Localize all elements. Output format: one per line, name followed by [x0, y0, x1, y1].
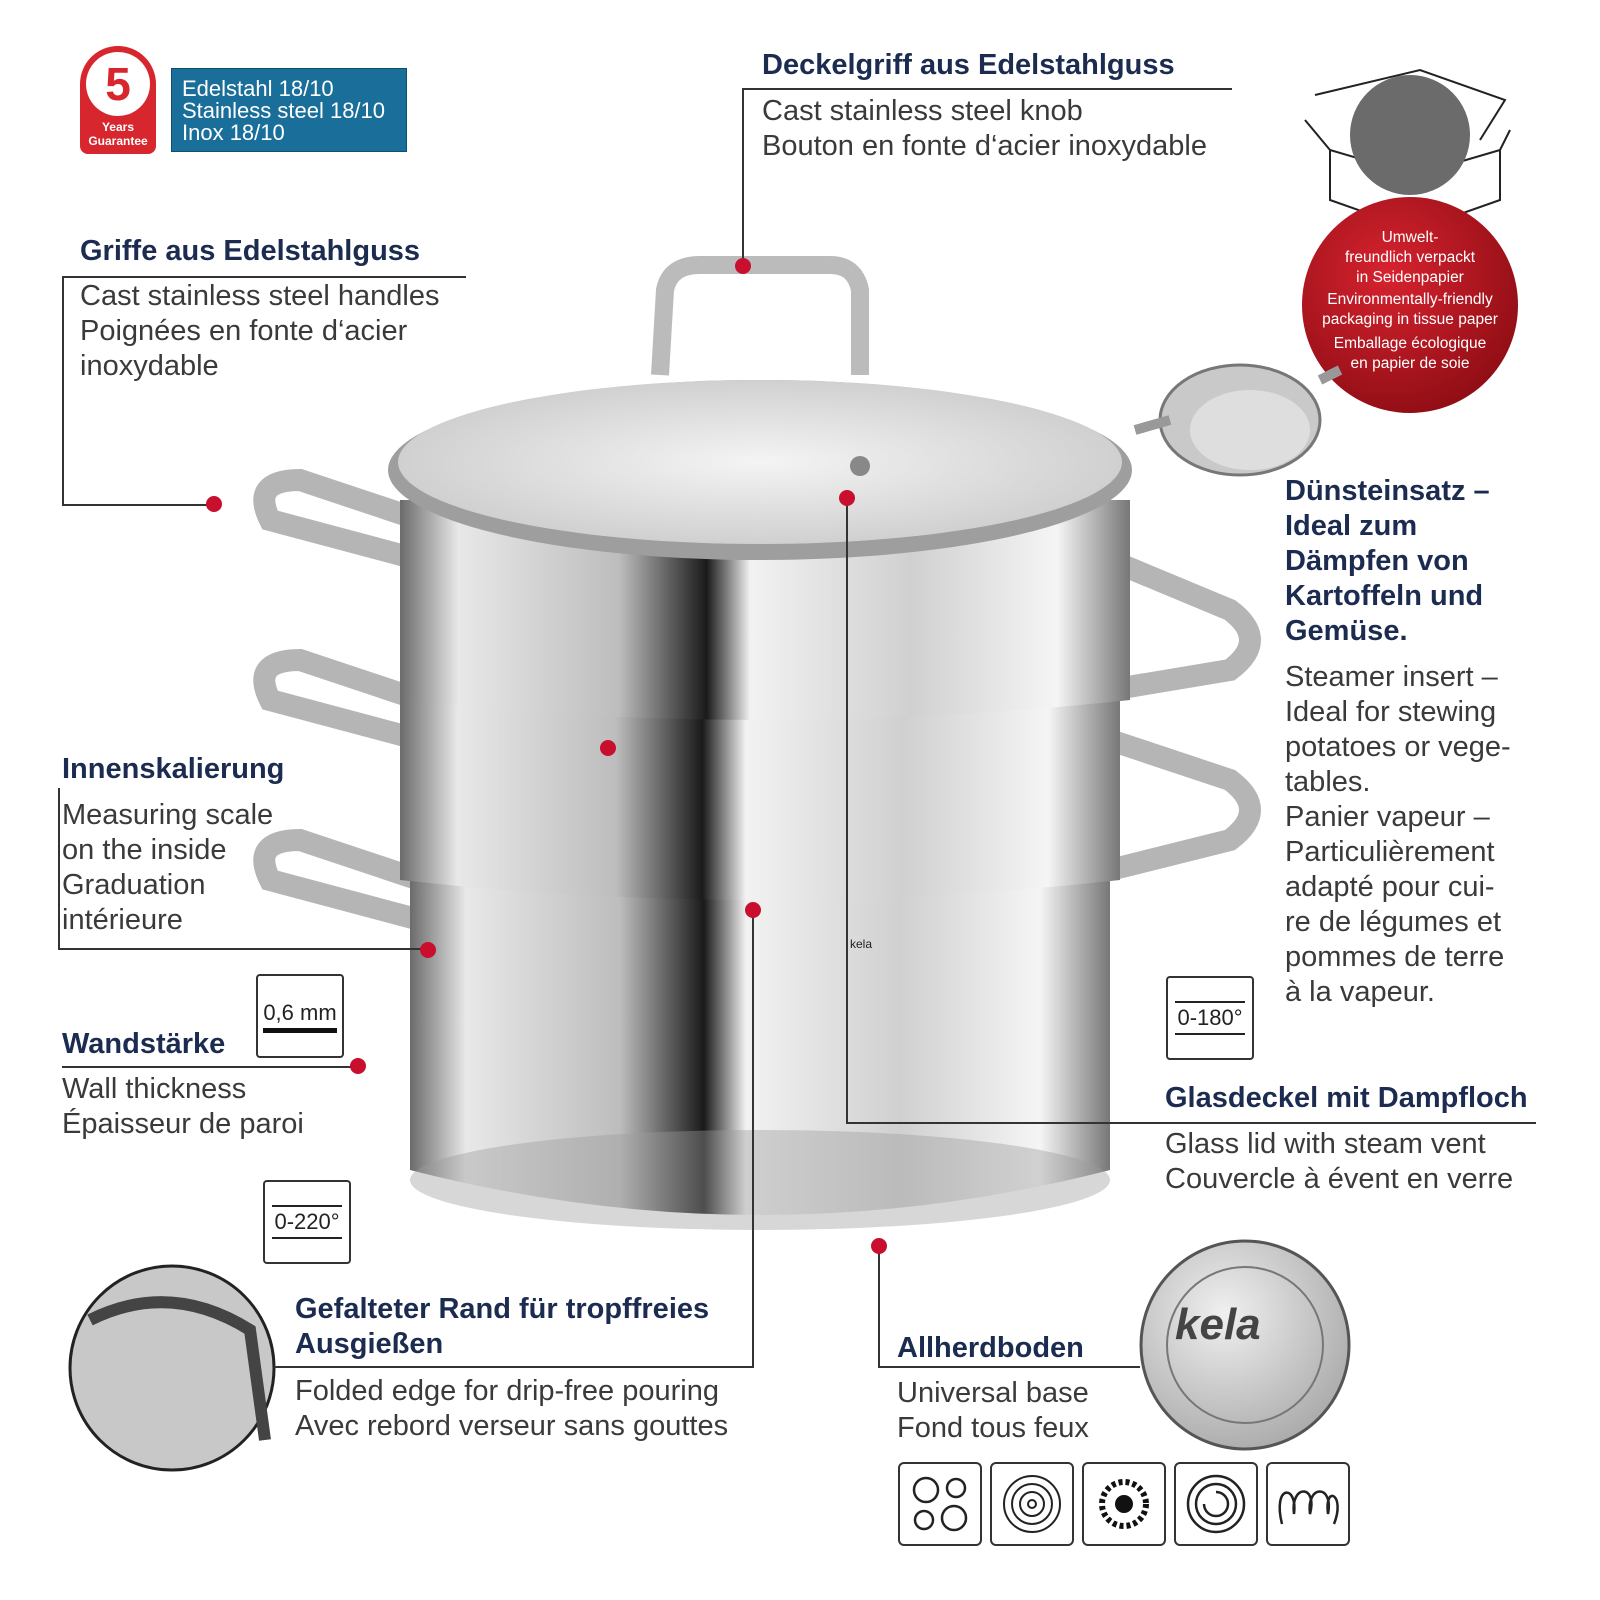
- guarantee-years: Years: [101, 120, 135, 134]
- wall-thickness-badge: 0,6 mm: [256, 974, 344, 1058]
- guarantee-badge: 5 Years Guarantee: [80, 46, 156, 154]
- induction-hob-icon: [1266, 1462, 1350, 1546]
- oven-safe-pot-badge: 0-220°: [263, 1180, 351, 1264]
- universal-base-disc: [1139, 1239, 1351, 1451]
- material-badge: Edelstahl 18/10 Stainless steel 18/10 In…: [171, 68, 407, 152]
- ceramic-hob-icon: [1174, 1462, 1258, 1546]
- packaging-box-icon: [1304, 68, 1511, 232]
- guarantee-label: Guarantee: [88, 134, 148, 148]
- wall-title: Wandstärke: [62, 1028, 226, 1060]
- wall-text: Wall thickness Épaisseur de paroi: [62, 1073, 304, 1140]
- pot-handles: [253, 468, 1261, 931]
- handles-title: Griffe aus Edelstahlguss: [80, 235, 421, 267]
- base-title: Allherdboden: [897, 1332, 1084, 1364]
- steamer-text: Steamer insert – Ideal for stewing potat…: [1285, 661, 1511, 1008]
- edge-text: Folded edge for drip-free pouring Avec r…: [295, 1375, 729, 1442]
- edge-title: Gefalteter Rand für tropffreies Ausgieße…: [295, 1293, 710, 1360]
- steam-vent-icon: [850, 456, 870, 476]
- pot-brand: kela: [850, 937, 872, 951]
- scale-text: Measuring scale on the inside Graduation…: [62, 799, 274, 936]
- material-fr: Inox 18/10: [182, 120, 285, 145]
- base-logo: kela: [1175, 1300, 1261, 1349]
- base-text: Universal base Fond tous feux: [897, 1377, 1089, 1444]
- gas-hob-icon: [898, 1462, 982, 1546]
- lid-title: Glasdeckel mit Dampfloch: [1165, 1082, 1528, 1114]
- halogen-hob-icon: [1082, 1462, 1166, 1546]
- folded-edge-closeup: [68, 1264, 276, 1472]
- scale-title: Innenskalierung: [62, 753, 285, 785]
- steamer-title: Dünsteinsatz – Ideal zum Dämpfen von Kar…: [1285, 475, 1490, 647]
- material-de: Edelstahl 18/10: [182, 76, 334, 101]
- steamer-insert-icon: [1133, 363, 1343, 477]
- oven-safe-lid-badge: 0-180°: [1166, 976, 1254, 1060]
- knob-title: Deckelgriff aus Edelstahlguss: [762, 49, 1175, 81]
- guarantee-number: 5: [86, 52, 150, 116]
- lid-text: Glass lid with steam vent Couvercle à év…: [1165, 1128, 1514, 1195]
- electric-hob-icon: [990, 1462, 1074, 1546]
- handles-text: Cast stainless steel handles Poignées en…: [80, 280, 440, 382]
- packaging-seal: [1302, 197, 1518, 413]
- material-en: Stainless steel 18/10: [182, 98, 386, 123]
- knob-text: Cast stainless steel knob Bouton en font…: [762, 95, 1207, 162]
